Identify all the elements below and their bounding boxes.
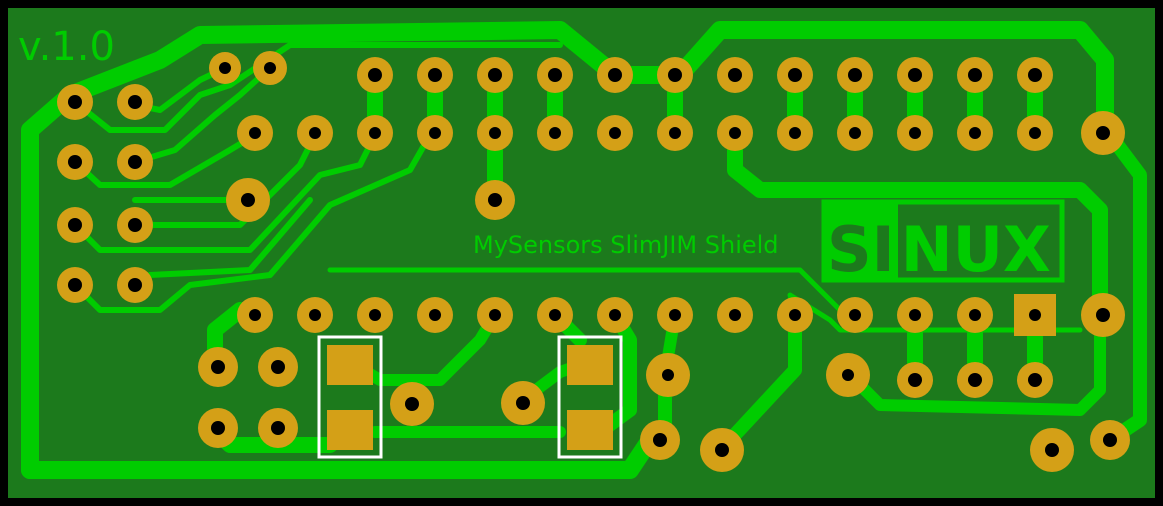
logo-text: SINUX [827, 213, 1051, 286]
drill-hole [608, 68, 622, 82]
board-title: MySensors SlimJIM Shield [473, 231, 779, 259]
drill-hole [68, 95, 82, 109]
drill-hole [128, 218, 142, 232]
drill-hole [488, 68, 502, 82]
drill-hole [249, 309, 261, 321]
version-label: v.1.0 [18, 24, 115, 70]
drill-hole [669, 309, 681, 321]
drill-hole [128, 95, 142, 109]
smd-footprint-left [317, 335, 383, 459]
drill-hole [653, 433, 667, 447]
smd-footprint-right [557, 335, 623, 459]
drill-hole [549, 309, 561, 321]
drill-hole [908, 68, 922, 82]
drill-hole [405, 397, 419, 411]
drill-hole [429, 309, 441, 321]
drill-hole [729, 309, 741, 321]
drill-hole [789, 127, 801, 139]
drill-hole [609, 127, 621, 139]
drill-hole [489, 309, 501, 321]
drill-hole [68, 218, 82, 232]
drill-hole [609, 309, 621, 321]
drill-hole [842, 369, 854, 381]
drill-hole [1103, 433, 1117, 447]
drill-hole [369, 127, 381, 139]
drill-hole [968, 68, 982, 82]
drill-hole [271, 360, 285, 374]
drill-hole [909, 309, 921, 321]
drill-hole [1029, 309, 1041, 321]
drill-hole [264, 62, 276, 74]
drill-hole [729, 127, 741, 139]
drill-hole [68, 278, 82, 292]
drill-hole [249, 127, 261, 139]
drill-hole [128, 278, 142, 292]
drill-hole [1096, 308, 1110, 322]
drill-hole [789, 309, 801, 321]
drill-hole [1028, 373, 1042, 387]
drill-hole [241, 193, 255, 207]
drill-hole [429, 127, 441, 139]
drill-hole [428, 68, 442, 82]
drill-hole [849, 127, 861, 139]
drill-hole [715, 443, 729, 457]
drill-hole [211, 421, 225, 435]
drill-hole [219, 62, 231, 74]
drill-hole [969, 127, 981, 139]
drill-hole [309, 309, 321, 321]
drill-hole [516, 396, 530, 410]
drill-hole [668, 68, 682, 82]
drill-hole [488, 193, 502, 207]
drill-hole [1045, 443, 1059, 457]
drill-hole [662, 369, 674, 381]
drill-hole [968, 373, 982, 387]
drill-hole [369, 309, 381, 321]
through-hole-pads [57, 51, 1130, 472]
drill-hole [128, 155, 142, 169]
drill-hole [849, 309, 861, 321]
drill-hole [909, 127, 921, 139]
drill-hole [548, 68, 562, 82]
drill-hole [969, 309, 981, 321]
drill-hole [788, 68, 802, 82]
drill-hole [848, 68, 862, 82]
drill-hole [549, 127, 561, 139]
drill-hole [271, 421, 285, 435]
drill-hole [728, 68, 742, 82]
drill-hole [908, 373, 922, 387]
drill-hole [1029, 127, 1041, 139]
drill-hole [368, 68, 382, 82]
drill-hole [489, 127, 501, 139]
sinux-logo: SINUX [821, 199, 1065, 286]
drill-hole [1028, 68, 1042, 82]
drill-hole [211, 360, 225, 374]
drill-hole [1096, 126, 1110, 140]
drill-hole [309, 127, 321, 139]
drill-hole [669, 127, 681, 139]
drill-hole [68, 155, 82, 169]
